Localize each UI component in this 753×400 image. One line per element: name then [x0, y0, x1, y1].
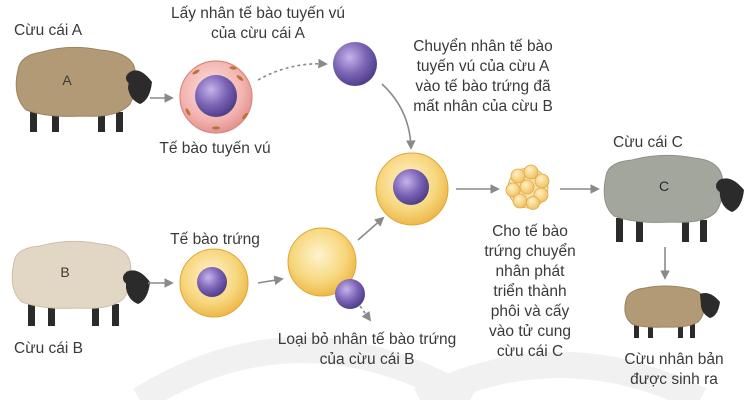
sheep-a-letter: A	[62, 72, 72, 88]
arrow-cell-to-nucleus	[257, 58, 328, 81]
embryo-line-6: vào tử cung	[489, 323, 571, 340]
arrow-egg-to-enucleated	[257, 275, 284, 285]
embryo-line-4: triển thành	[493, 283, 567, 300]
enucleated-egg-cell	[287, 227, 357, 297]
take-nucleus-label: Lấy nhân tế bào tuyến vú của cừu cái A	[158, 4, 358, 44]
transfer-line-4: mất nhân của cừu B	[413, 98, 553, 115]
clone-lamb-illustration	[624, 285, 720, 338]
clone-label: Cừu nhân bản được sinh ra	[614, 350, 734, 390]
sheep-a-body	[15, 46, 137, 117]
background-watermark	[133, 337, 706, 400]
egg-cell-label: Tế bào trứng	[170, 231, 260, 248]
extracted-nucleus	[333, 42, 377, 86]
transfer-line-2: tuyến vú của cừu A	[416, 58, 550, 75]
embryo-line-5: phôi và cấy	[490, 303, 570, 320]
reconstructed-egg-cell	[375, 152, 449, 226]
remove-nucleus-label: Loại bỏ nhân tế bào trứng của cừu cái B	[262, 330, 472, 370]
removed-egg-nucleus	[335, 279, 365, 309]
clone-lamb-body	[624, 285, 705, 328]
sheep-c-illustration	[603, 154, 744, 242]
sheep-a-illustration	[15, 46, 152, 132]
take-nucleus-line-2: của cừu cái A	[211, 25, 305, 42]
embryo-step-label: Cho tế bào trứng chuyển nhân phát triển …	[480, 222, 580, 362]
embryo-line-7: cừu cái C	[496, 343, 564, 360]
transfer-line-3: vào tế bào trứng đã	[415, 78, 551, 95]
clone-line-1: Cừu nhân bản	[624, 351, 724, 368]
clone-line-2: được sinh ra	[630, 371, 718, 388]
embryo-line-3: nhân phát	[495, 263, 565, 280]
sheep-b-letter: B	[60, 264, 70, 280]
embryo-line-1: Cho tế bào	[492, 223, 568, 240]
sheep-b-illustration	[11, 240, 150, 326]
arrow-removed-nucleus	[359, 305, 372, 322]
embryo-line-2: trứng chuyển	[484, 243, 576, 260]
sheep-a-label: Cừu cái A	[14, 22, 83, 39]
remove-line-1: Loại bỏ nhân tế bào trứng	[277, 331, 457, 348]
arrow-nucleus-to-egg	[381, 83, 416, 150]
take-nucleus-line-1: Lấy nhân tế bào tuyến vú	[170, 5, 346, 22]
egg-cell	[179, 248, 249, 318]
embryo-cluster	[505, 164, 550, 210]
sheep-c-label: Cừu cái C	[613, 134, 683, 151]
remove-line-2: của cừu cái B	[319, 351, 415, 368]
transfer-nucleus-label: Chuyển nhân tế bào tuyến vú của cừu A và…	[398, 37, 568, 117]
mammary-gland-cell	[179, 60, 253, 134]
transfer-line-1: Chuyển nhân tế bào	[413, 38, 553, 55]
sheep-b-label: Cừu cái B	[14, 340, 83, 357]
sheep-c-letter: C	[658, 178, 670, 194]
arrow-enucleated-to-reconstructed	[357, 216, 385, 241]
mammary-cell-label: Tế bào tuyến vú	[159, 140, 271, 157]
process-arrows	[148, 58, 670, 322]
